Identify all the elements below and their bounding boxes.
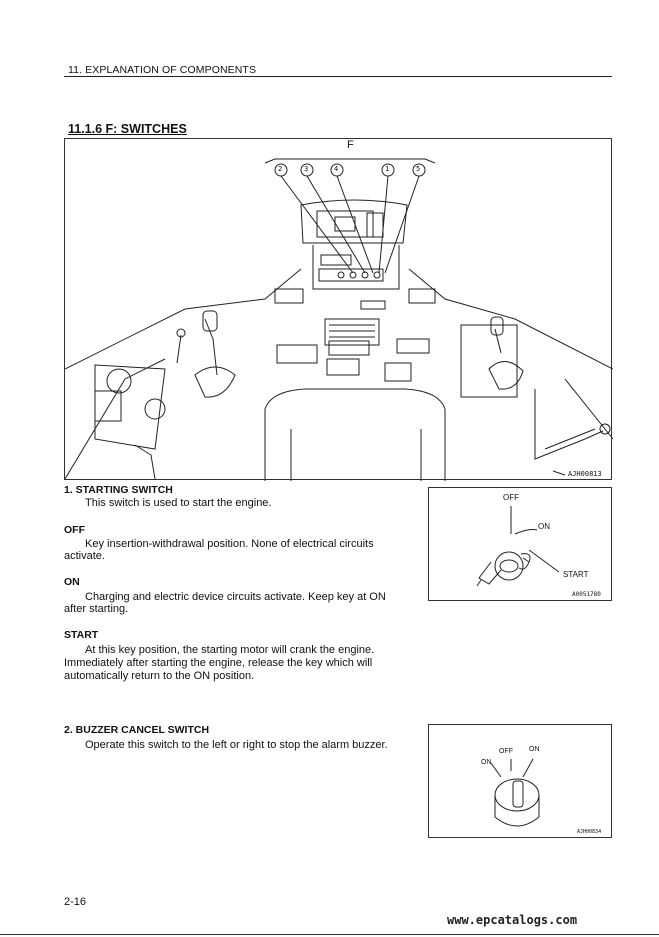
callout-3: 3 <box>304 165 309 173</box>
cab-switch-figure: F 2 3 4 1 5 AJH00813 <box>64 138 613 481</box>
header-rule <box>64 76 612 77</box>
starting-switch-figure: OFF ON START A0051780 <box>428 487 612 601</box>
page-number: 2-16 <box>64 896 87 908</box>
figure-code: AJH00813 <box>568 470 602 478</box>
callout-2: 2 <box>278 165 283 173</box>
footer-rule <box>0 934 659 935</box>
buzzer-off-label: OFF <box>499 748 513 755</box>
callout-4: 4 <box>334 165 339 173</box>
on-description-line2: after starting. <box>64 603 129 615</box>
buzzer-knob-illustration <box>490 758 540 827</box>
off-heading: OFF <box>64 524 85 536</box>
off-description-line2: activate. <box>64 550 105 562</box>
buzzer-switch-figure: OFF ON ON AJH00834 <box>428 724 612 838</box>
buzzer-cancel-intro: Operate this switch to the left or right… <box>85 739 388 751</box>
on-description-line1: Charging and electric device circuits ac… <box>85 591 386 603</box>
off-description-line1: Key insertion-withdrawal position. None … <box>85 538 374 550</box>
callout-1: 1 <box>385 165 390 173</box>
starting-switch-figure-code: A0051780 <box>572 591 601 598</box>
buzzer-on-left-label: ON <box>481 759 492 766</box>
start-description-line1: At this key position, the starting motor… <box>85 644 375 656</box>
key-start-label: START <box>563 570 589 579</box>
cab-illustration <box>65 158 613 481</box>
buzzer-cancel-heading: 2. BUZZER CANCEL SWITCH <box>64 724 210 736</box>
section-title: 11.1.6 F: SWITCHES <box>68 122 187 136</box>
starting-switch-heading: 1. STARTING SWITCH <box>64 484 173 496</box>
key-on-label: ON <box>538 522 550 531</box>
start-heading: START <box>64 629 99 641</box>
on-heading: ON <box>64 576 80 588</box>
page-header: 11. EXPLANATION OF COMPONENTS <box>68 64 257 76</box>
start-description-line3: automatically return to the ON position. <box>64 670 255 682</box>
buzzer-figure-code: AJH00834 <box>577 829 602 835</box>
key-switch-illustration <box>476 506 560 587</box>
buzzer-on-right-label: ON <box>529 746 540 753</box>
watermark[interactable]: www.epcatalogs.com <box>447 913 578 927</box>
starting-switch-intro: This switch is used to start the engine. <box>85 497 272 509</box>
callout-5: 5 <box>416 165 421 173</box>
key-off-label: OFF <box>503 493 519 502</box>
figure-group-label: F <box>347 139 354 151</box>
start-description-line2: Immediately after starting the engine, r… <box>64 657 373 669</box>
